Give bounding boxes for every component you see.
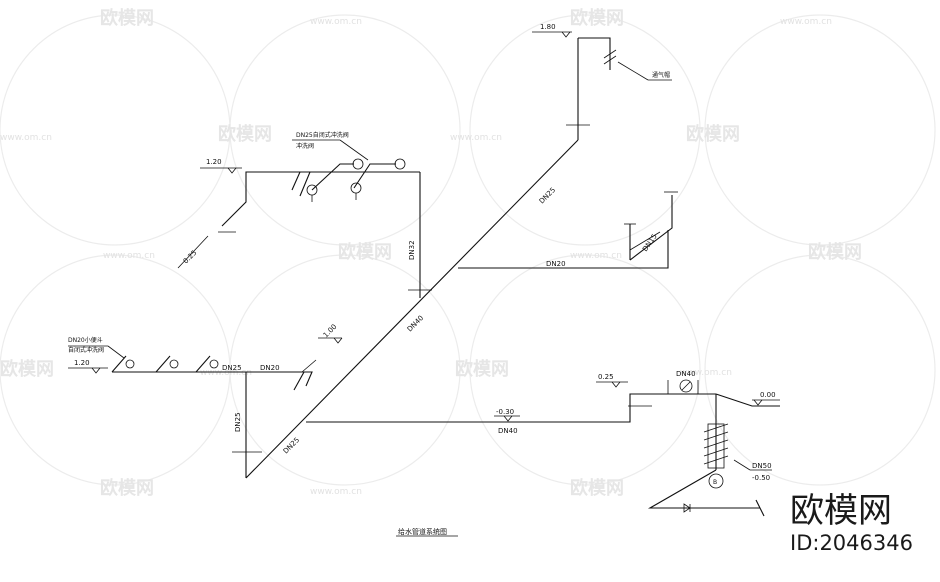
leader-line — [107, 345, 125, 359]
watermark-site: www.om.cn — [103, 251, 155, 261]
note-label: DN20小便斗 — [68, 336, 103, 344]
watermark-brand: 欧模网 — [686, 123, 740, 145]
watermark-brand: 欧模网 — [218, 123, 272, 145]
note-label: 通气帽 — [652, 71, 670, 79]
drawing-labels: 1.80 通气帽 DN25自闭式冲洗阀 冲洗阀 1.20 0.25 DN25 D… — [68, 23, 776, 536]
pipe-size-label: DN15 — [641, 233, 659, 254]
watermark-brand: 欧模网 — [570, 7, 624, 29]
elevation-label: -0.50 — [752, 474, 770, 482]
pipe-size-label: DN25 — [222, 364, 242, 372]
watermark-brand: 欧模网 — [100, 7, 154, 29]
valve-branch — [353, 163, 396, 189]
urinal-valve-icon — [209, 359, 219, 369]
elevation-mark — [91, 367, 101, 374]
leader-line — [733, 459, 751, 471]
elevation-label: 1.00 — [322, 323, 339, 340]
urinal-valve-icon — [125, 359, 135, 369]
watermark-site: www.om.cn — [780, 17, 832, 27]
pipe-size-label: DN40 — [676, 370, 696, 378]
pipe-branch-dn15 — [629, 195, 673, 261]
valve-group — [291, 171, 311, 197]
pipe-branch-dn20 — [458, 230, 669, 269]
pipe-slope — [301, 359, 317, 373]
meter-label: B — [713, 479, 717, 486]
pipe-size-label: DN40 — [406, 314, 425, 333]
brand-id: ID:2046346 — [790, 531, 913, 555]
pipe-size-label: DN32 — [408, 240, 416, 260]
watermark-brand: 欧模网 — [338, 241, 392, 263]
valve-cluster — [707, 423, 725, 469]
flush-valve-icon — [352, 158, 364, 170]
elevation-label: 0.25 — [182, 249, 199, 266]
elevation-mark — [318, 337, 343, 344]
pipe-lower-riser — [245, 371, 305, 478]
pipe-size-label: DN50 — [752, 462, 772, 470]
watermark-brand: 欧模网 — [808, 241, 862, 263]
pipe-size-label: DN40 — [498, 427, 518, 435]
leader-line — [617, 61, 649, 81]
watermark-site: www.om.cn — [0, 133, 52, 143]
elevation-label: 0.25 — [598, 373, 614, 381]
piping-system — [68, 31, 780, 537]
drawing-title: 给水管道系统图 — [398, 527, 447, 536]
pipe-supply-bottom — [647, 469, 760, 509]
note-label: 自闭式冲洗阀 — [68, 346, 104, 354]
watermark-brand: 欧模网 — [0, 358, 54, 380]
elevation-label: 1.80 — [540, 23, 556, 31]
gauge-icon — [679, 379, 693, 393]
watermark-layer: 欧模网 欧模网 欧模网 欧模网 欧模网 欧模网 欧模网 欧模网 欧模网 欧模网 … — [0, 7, 936, 499]
valve-branch — [311, 163, 354, 191]
elevation-mark — [561, 31, 571, 38]
pipe-top-vent — [578, 37, 611, 70]
urinal-valve-icon — [169, 359, 179, 369]
pipe-main-diagonal — [245, 139, 579, 479]
elevation-mark — [753, 399, 763, 406]
watermark-brand: 欧模网 — [570, 477, 624, 499]
watermark-site: www.om.cn — [310, 17, 362, 27]
leader-line — [339, 139, 369, 161]
elevation-label: -0.30 — [496, 408, 514, 416]
vent-symbol — [603, 49, 617, 65]
watermark-brand: 欧模网 — [455, 358, 509, 380]
leader-line — [177, 235, 209, 269]
gauge-needle — [681, 381, 691, 391]
meter-circle — [708, 473, 724, 489]
pipe-to-000 — [715, 393, 780, 407]
watermark-site: www.om.cn — [200, 368, 252, 378]
pipe-lower-stub — [304, 371, 313, 387]
watermark-site: www.om.cn — [450, 133, 502, 143]
note-label: DN25自闭式冲洗阀 — [296, 131, 349, 139]
watermark-site: www.om.cn — [570, 251, 622, 261]
watermark-site: www.om.cn — [310, 487, 362, 497]
watermark-brand: 欧模网 — [100, 477, 154, 499]
pipe-size-label: DN25 — [234, 412, 242, 432]
pipe-size-label: DN25 — [538, 186, 557, 205]
watermark-site: www.om.cn — [680, 368, 732, 378]
flush-valve-icon — [394, 158, 406, 170]
urinal-branches — [111, 355, 211, 373]
pipe-slope — [629, 231, 661, 251]
valve-hatch — [703, 423, 729, 465]
brand-name: 欧模网 — [790, 491, 892, 531]
elevation-mark — [503, 415, 513, 422]
pipe-feed-dn40 — [306, 393, 664, 423]
pipe-size-label: DN20 — [260, 364, 280, 372]
elevation-label: 0.00 — [760, 391, 776, 399]
brand-box: 欧模网 ID:2046346 — [790, 491, 913, 555]
elevation-mark — [227, 167, 237, 174]
note-label: 冲洗阀 — [296, 142, 314, 150]
pipe-break — [755, 499, 765, 517]
check-valve-icon — [683, 503, 691, 513]
elevation-mark — [611, 381, 621, 388]
elevation-label: 1.20 — [74, 359, 90, 367]
elevation-label: 1.20 — [206, 158, 222, 166]
pipe-size-label: DN20 — [546, 260, 566, 268]
pipe-upper-header — [221, 171, 420, 227]
